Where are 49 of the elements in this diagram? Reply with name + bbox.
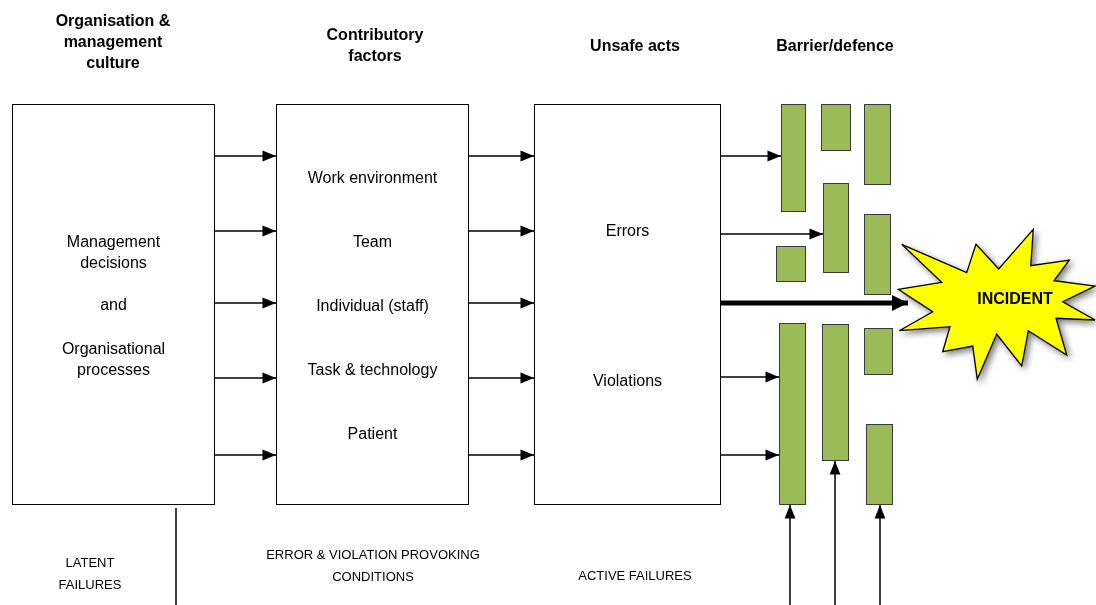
arrow: [468, 225, 535, 237]
arrow: [874, 504, 886, 605]
barrier-bar: [779, 323, 806, 505]
process-box: [12, 104, 215, 505]
stage-caption: ERROR & VIOLATION PROVOKING CONDITIONS: [265, 546, 481, 586]
arrow: [829, 460, 841, 605]
arrow: [784, 504, 796, 605]
arrow: [720, 371, 780, 383]
barrier-bar: [864, 214, 891, 295]
arrow: [720, 228, 824, 240]
barrier-bar: [821, 104, 851, 151]
arrow: [214, 449, 277, 461]
barrier-bar: [822, 324, 849, 461]
column-heading: Unsafe acts: [589, 36, 681, 56]
node-label: Task & technology: [306, 360, 439, 380]
arrow: [214, 150, 277, 162]
process-box: [534, 104, 721, 505]
arrow: [468, 372, 535, 384]
column-heading: Barrier/defence: [775, 36, 895, 56]
node-label: Work environment: [306, 168, 439, 188]
arrow: [720, 449, 780, 461]
arrow: [468, 449, 535, 461]
barrier-bar: [823, 183, 849, 273]
node-label: and: [99, 295, 128, 315]
arrow: [214, 297, 277, 309]
stage-caption: LATENT FAILURES: [57, 554, 123, 594]
barrier-bar: [864, 104, 891, 185]
barrier-bar: [776, 246, 806, 282]
arrow: [468, 297, 535, 309]
arrow: [214, 372, 277, 384]
column-heading: Contributory factors: [325, 25, 425, 66]
node-label: Management decisions: [65, 232, 162, 273]
column-heading: Organisation & management culture: [54, 11, 172, 73]
arrow: [468, 150, 535, 162]
barrier-bar: [866, 424, 893, 505]
arrow: [214, 225, 277, 237]
incident-label: INCIDENT: [976, 289, 1054, 309]
node-label: Team: [351, 232, 394, 252]
node-label: Organisational processes: [60, 339, 167, 380]
node-label: Violations: [591, 371, 664, 391]
stage-caption: ACTIVE FAILURES: [577, 567, 693, 585]
node-label: Patient: [346, 424, 399, 444]
arrow: [721, 295, 908, 311]
arrow: [720, 150, 782, 162]
barrier-bar: [864, 328, 893, 375]
node-label: Errors: [604, 221, 651, 241]
process-box: [276, 104, 469, 505]
node-label: Individual (staff): [315, 296, 430, 316]
barrier-bar: [781, 104, 806, 212]
